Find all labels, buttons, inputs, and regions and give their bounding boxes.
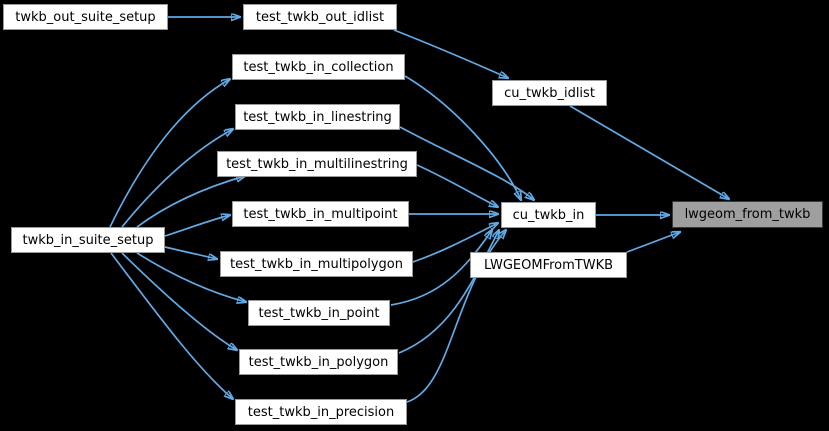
node-cu_twkb_in[interactable]: cu_twkb_in <box>501 202 596 228</box>
node-LWGEOMFromTWKB[interactable]: LWGEOMFromTWKB <box>470 252 627 278</box>
edge-twkb_in_suite_setup-test_twkb_in_polygon <box>121 252 237 350</box>
edge-twkb_in_suite_setup-test_twkb_in_point <box>136 252 246 302</box>
edge-cu_twkb_idlist-lwgeom_from_twkb <box>569 105 729 199</box>
node-twkb_in_suite_setup[interactable]: twkb_in_suite_setup <box>11 227 165 253</box>
edge-twkb_in_suite_setup-test_twkb_in_multipoint <box>164 215 230 237</box>
node-test_twkb_in_multilinestring[interactable]: test_twkb_in_multilinestring <box>217 151 417 177</box>
node-twkb_out_suite_setup[interactable]: twkb_out_suite_setup <box>3 4 168 30</box>
node-test_twkb_in_polygon[interactable]: test_twkb_in_polygon <box>239 349 398 375</box>
edge-test_twkb_out_idlist-cu_twkb_idlist <box>393 29 508 78</box>
node-test_twkb_in_collection[interactable]: test_twkb_in_collection <box>232 54 405 80</box>
node-test_twkb_out_idlist[interactable]: test_twkb_out_idlist <box>243 4 397 30</box>
node-test_twkb_in_linestring[interactable]: test_twkb_in_linestring <box>235 104 400 130</box>
edge-test_twkb_in_linestring-cu_twkb_in <box>399 126 534 200</box>
node-test_twkb_in_multipolygon[interactable]: test_twkb_in_multipolygon <box>220 251 413 277</box>
node-cu_twkb_idlist[interactable]: cu_twkb_idlist <box>492 80 607 106</box>
edge-twkb_in_suite_setup-test_twkb_in_multipolygon <box>164 246 217 259</box>
node-test_twkb_in_precision[interactable]: test_twkb_in_precision <box>235 399 407 425</box>
edge-test_twkb_in_multilinestring-cu_twkb_in <box>416 164 498 207</box>
edge-test_twkb_in_point-cu_twkb_in <box>390 230 492 306</box>
node-lwgeom_from_twkb: lwgeom_from_twkb <box>672 201 823 228</box>
node-test_twkb_in_multipoint[interactable]: test_twkb_in_multipoint <box>232 201 409 227</box>
edge-test_twkb_in_polygon-cu_twkb_in <box>398 230 499 354</box>
edge-test_twkb_in_multipolygon-cu_twkb_in <box>412 223 498 263</box>
edge-twkb_in_suite_setup-test_twkb_in_linestring <box>121 129 233 228</box>
edge-LWGEOMFromTWKB-lwgeom_from_twkb <box>626 232 680 253</box>
edge-twkb_in_suite_setup-test_twkb_in_collection <box>109 79 230 228</box>
edge-twkb_in_suite_setup-test_twkb_in_multilinestring <box>136 176 245 228</box>
node-test_twkb_in_point[interactable]: test_twkb_in_point <box>248 300 390 326</box>
edge-twkb_in_suite_setup-test_twkb_in_precision <box>110 252 233 399</box>
